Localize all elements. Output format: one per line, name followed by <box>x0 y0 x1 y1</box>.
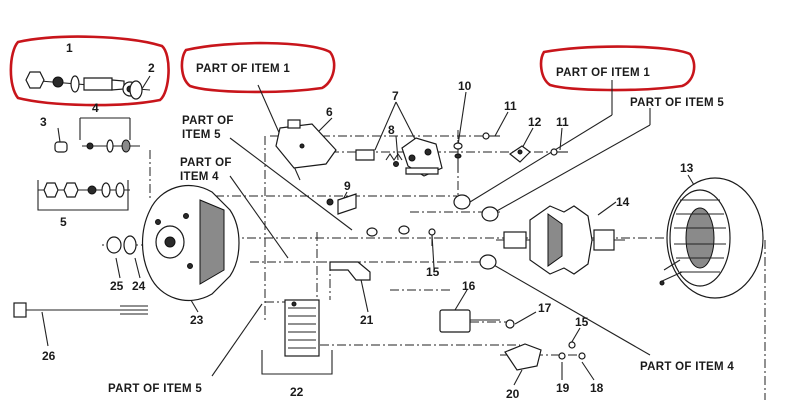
callout-part-of-item-4-bottom: PART OF ITEM 4 <box>640 361 734 373</box>
num-22: 22 <box>290 385 304 399</box>
item-22-rectifier <box>261 299 333 375</box>
num-16: 16 <box>462 279 476 293</box>
callout-part-of-item-4-left-line2: ITEM 4 <box>180 171 219 183</box>
highlight-item-1 <box>9 35 170 107</box>
num-24: 24 <box>132 279 146 293</box>
num-15a: 15 <box>426 265 440 279</box>
num-23: 23 <box>190 313 204 327</box>
callout-part-of-item-5-top-line2: ITEM 5 <box>182 129 221 141</box>
num-10: 10 <box>458 79 472 93</box>
item-9-terminal <box>326 193 357 215</box>
item-3-cap <box>54 141 68 153</box>
callout-part-of-item-1-left: PART OF ITEM 1 <box>196 63 290 75</box>
item-6-bracket <box>275 119 337 169</box>
callout-labels: PART OF ITEM 1 PART OF ITEM 1 PART OF IT… <box>108 63 734 395</box>
num-13: 13 <box>680 161 694 175</box>
num-11a: 11 <box>504 99 517 113</box>
num-19: 19 <box>556 381 570 395</box>
item-10-screw <box>453 140 463 172</box>
num-18: 18 <box>590 381 604 395</box>
num-12: 12 <box>528 115 542 129</box>
num-3: 3 <box>40 115 47 129</box>
item-19-washer <box>558 352 566 360</box>
num-5: 5 <box>60 215 67 229</box>
num-11b: 11 <box>556 115 569 129</box>
item-2-washer <box>129 80 143 100</box>
item-18-screw <box>578 352 586 360</box>
item-7-brush-holder <box>355 137 443 177</box>
callout-part-of-item-1-right: PART OF ITEM 1 <box>556 67 650 79</box>
highlight-part-of-item-1-left <box>180 41 336 94</box>
item-number-labels: 1 2 3 4 5 6 7 8 9 10 11 11 12 13 14 15 1… <box>40 41 694 401</box>
item-13-stator <box>659 177 764 299</box>
item-20-diode-trio <box>504 343 542 371</box>
item-21-bracket <box>329 261 371 281</box>
num-17: 17 <box>538 301 552 315</box>
item-4-hardware <box>79 117 140 153</box>
item-12-terminal <box>508 145 531 163</box>
callout-part-of-item-5-top-line1: PART OF <box>182 115 234 127</box>
callout-part-of-item-4-left-line1: PART OF <box>180 157 232 169</box>
item-26-bolt <box>13 302 148 318</box>
item-11-screw <box>482 132 568 156</box>
highlight-part-of-item-1-right <box>539 45 696 92</box>
item-23-end-frame <box>141 184 240 302</box>
item-25-nut <box>106 236 122 254</box>
num-14: 14 <box>616 195 630 209</box>
num-7: 7 <box>392 89 399 103</box>
num-4: 4 <box>92 101 99 115</box>
num-9: 9 <box>344 179 351 193</box>
num-15b: 15 <box>575 315 589 329</box>
item-8-spring <box>385 153 403 167</box>
num-26: 26 <box>42 349 56 363</box>
item-17-nut <box>505 319 515 329</box>
callout-part-of-item-5-right: PART OF ITEM 5 <box>630 97 724 109</box>
num-2: 2 <box>148 61 155 75</box>
item-14-rotor <box>496 205 625 275</box>
item-16-regulator <box>439 309 500 333</box>
num-8: 8 <box>388 123 395 137</box>
num-1: 1 <box>66 41 73 55</box>
num-21: 21 <box>360 313 374 327</box>
callout-part-of-item-5-bottom: PART OF ITEM 5 <box>108 383 202 395</box>
bushings <box>366 194 499 270</box>
item-5-nut-set <box>37 180 130 211</box>
item-15-screws <box>428 228 576 349</box>
item-24-washer <box>123 235 137 255</box>
num-25: 25 <box>110 279 124 293</box>
assembly-centerlines <box>100 130 766 400</box>
num-6: 6 <box>326 105 333 119</box>
num-20: 20 <box>506 387 520 401</box>
